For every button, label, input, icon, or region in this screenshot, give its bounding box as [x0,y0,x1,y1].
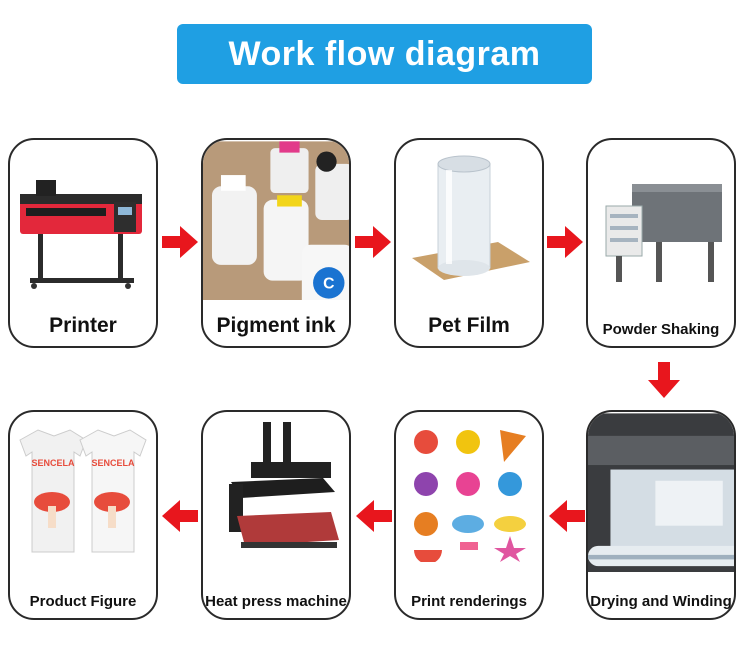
step-label: Print renderings [411,593,527,610]
pet-film-roll-icon [412,155,530,280]
arrow-right-icon [547,226,583,258]
arrow-right-icon [162,226,198,258]
printer-icon [20,180,142,289]
arrow-right-icon [355,226,391,258]
powder-shaker-icon [605,184,722,282]
step-label: Heat press machine [205,593,347,610]
arrow-left-icon [549,500,585,532]
step-pet-film: Pet Film [394,138,544,348]
tshirts-icon: SENCELA SENCELA [19,429,147,553]
step-label: Printer [49,314,117,337]
shirt-print-text: SENCELA [91,458,135,468]
heat-press-icon [229,422,339,548]
step-heat-press: Heat press machine [201,410,351,620]
step-label: Product Figure [29,593,137,610]
sticker-designs-icon [414,430,526,562]
arrow-left-icon [162,500,198,532]
step-print-renderings: Print renderings [394,410,544,620]
ink-bottles-icon: C [203,141,349,300]
ink-bottle-letter: C [323,276,334,293]
step-pigment-ink: C Pigment ink [201,138,351,348]
shirt-print-text: SENCELA [31,458,75,468]
step-product-figure: SENCELA SENCELA Product Figure [8,410,158,620]
step-label: Drying and Winding [590,593,732,610]
drying-machine-icon [588,413,734,572]
step-drying-winding: Drying and Winding [586,410,736,620]
diagram-title: Work flow diagram [228,34,541,73]
step-label: Pigment ink [216,314,336,337]
step-printer: Printer [8,138,158,348]
step-powder-shaking: Powder Shaking [586,138,736,348]
arrow-left-icon [356,500,392,532]
title-banner: Work flow diagram [177,24,592,84]
arrow-down-icon [648,362,680,398]
step-label: Pet Film [428,314,510,337]
step-label: Powder Shaking [602,321,720,338]
